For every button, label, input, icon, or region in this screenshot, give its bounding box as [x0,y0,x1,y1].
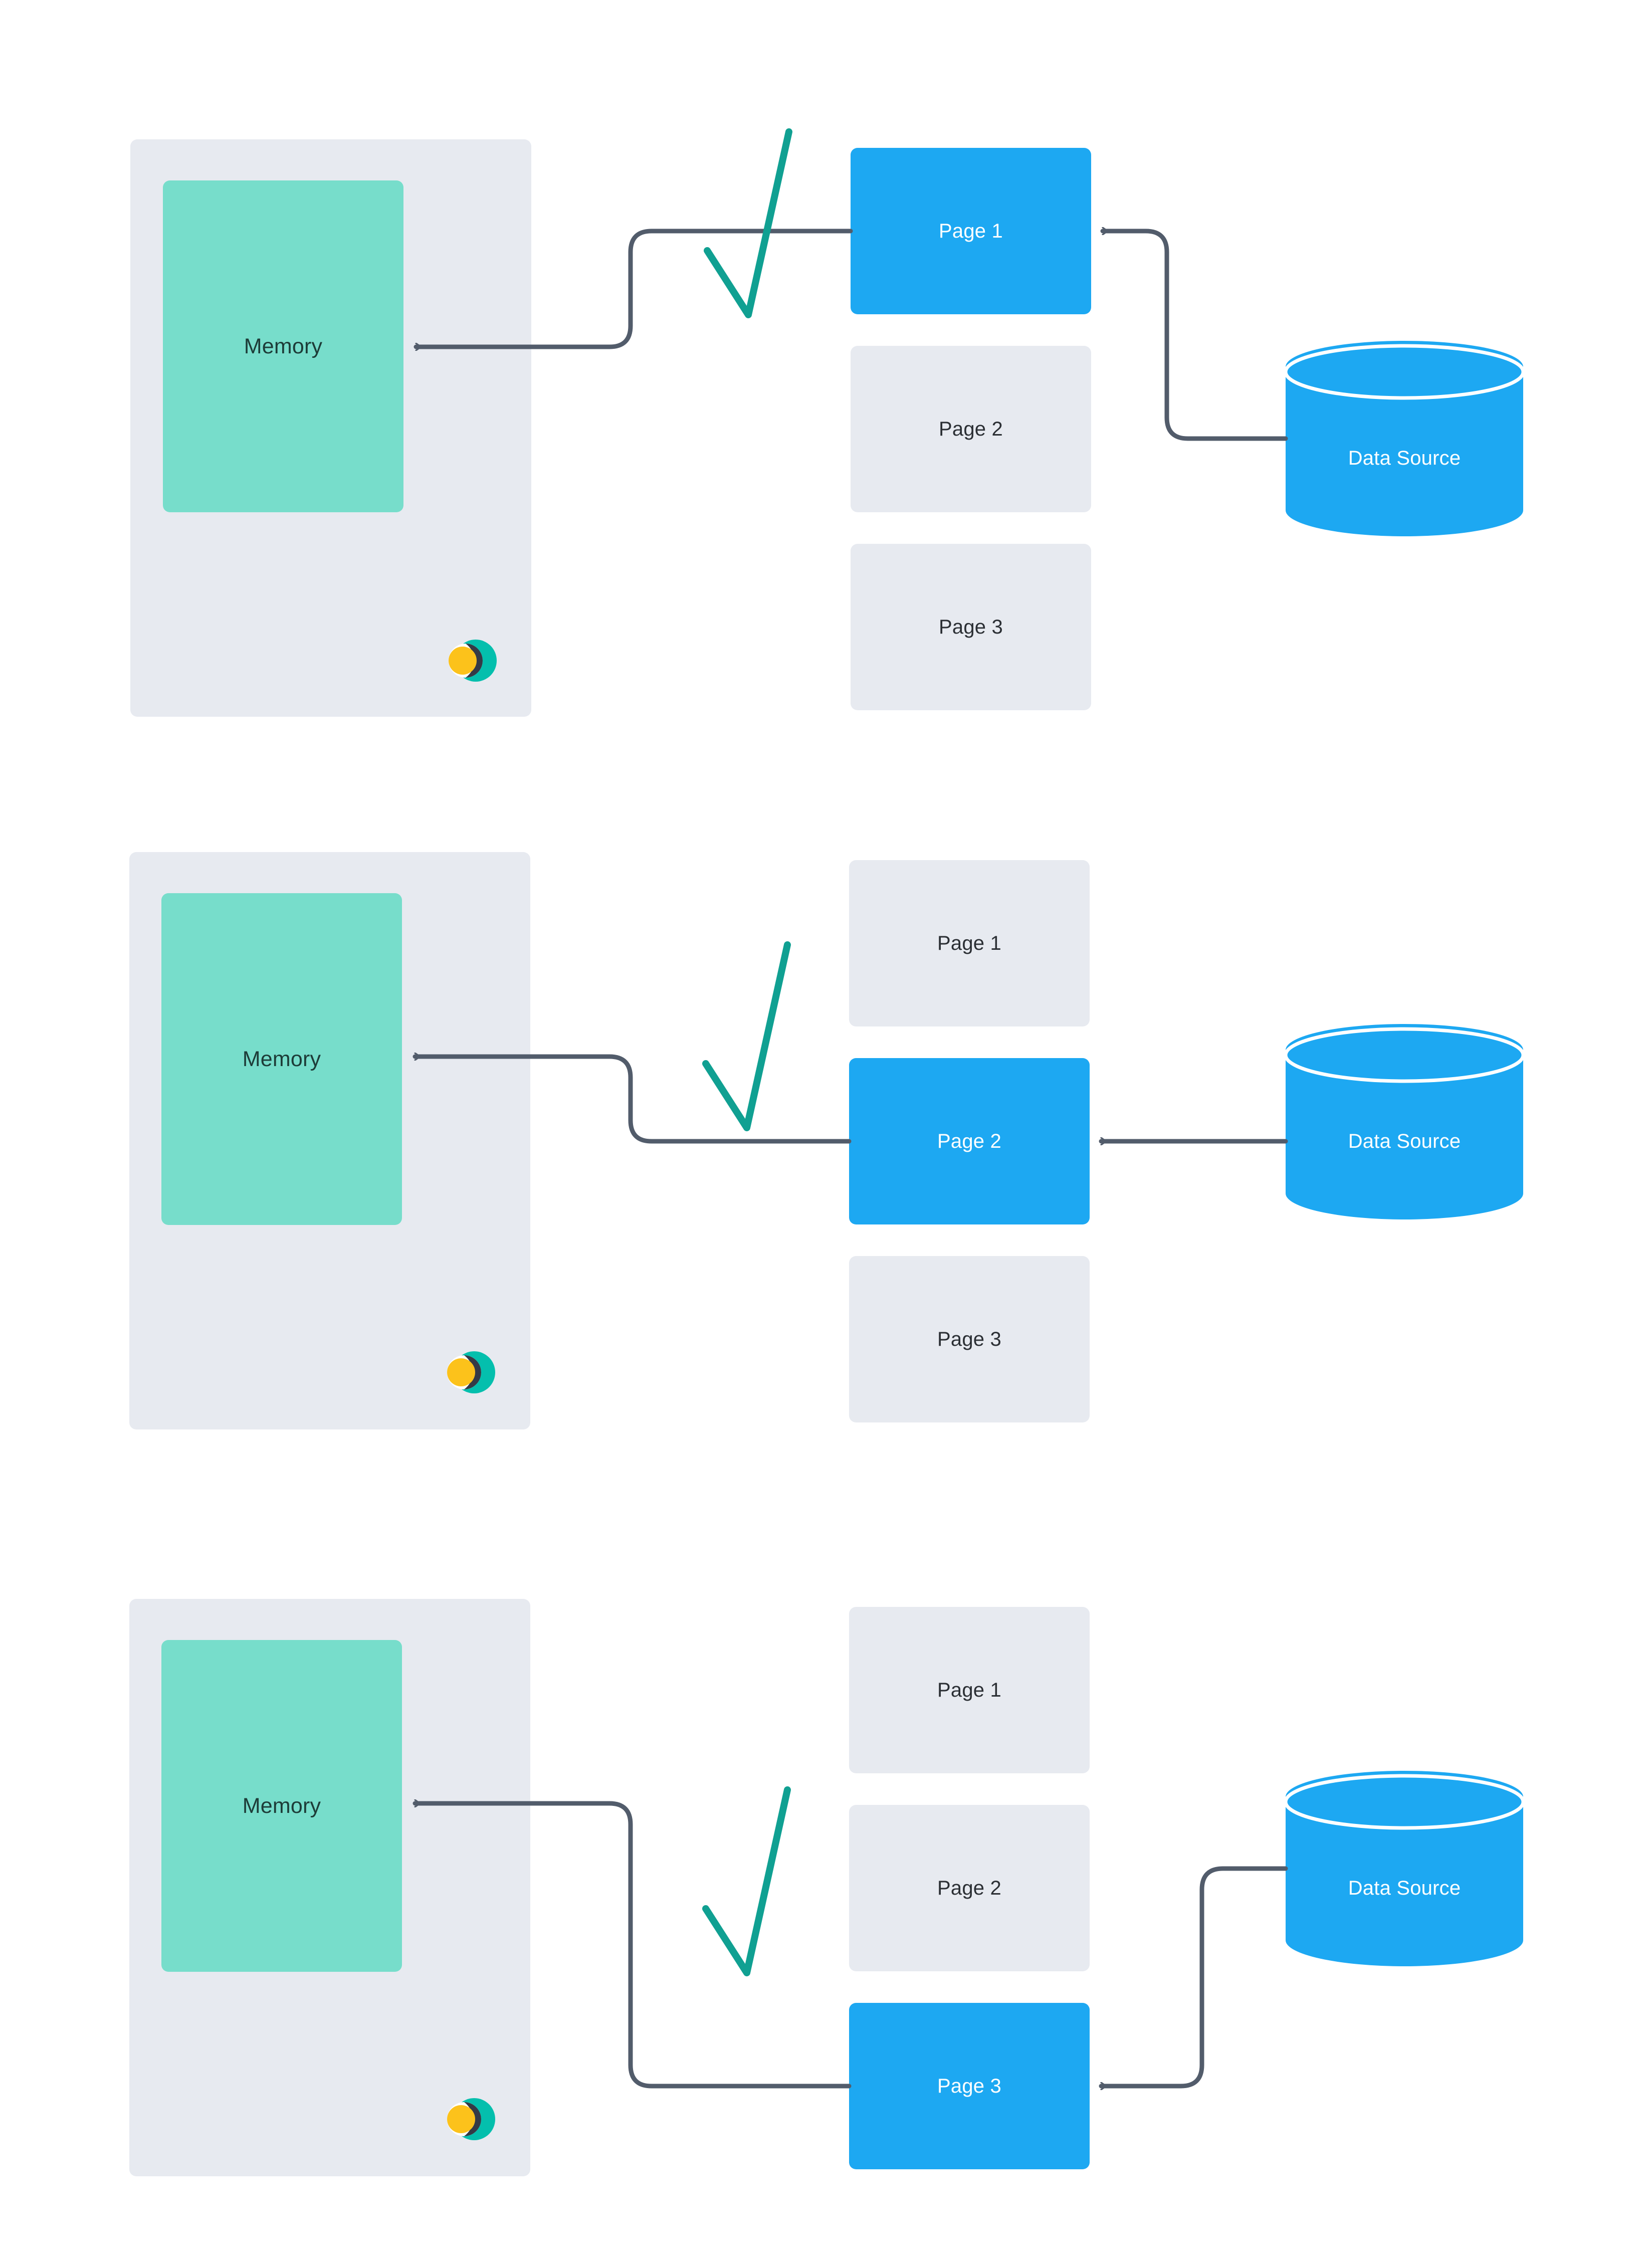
page-label: Page 2 [937,1130,1001,1152]
data-source-cylinder[interactable]: Data Source [1284,1771,1525,1966]
data-source-label: Data Source [1348,447,1461,469]
page-box-3[interactable]: Page 3 [849,2003,1090,2169]
page-box-2[interactable]: Page 2 [849,1058,1090,1224]
page-label: Page 1 [939,220,1003,242]
page-box-1[interactable]: Page 1 [849,1607,1090,1773]
page-label: Page 2 [939,418,1003,440]
memory-block[interactable]: Memory [163,180,403,512]
page-label: Page 3 [939,616,1003,638]
memory-block[interactable]: Memory [161,893,402,1225]
page-label: Page 1 [937,932,1001,954]
page-box-1[interactable]: Page 1 [849,860,1090,1026]
data-source-cylinder[interactable]: Data Source [1284,341,1525,536]
scene-3: Memory Page 1 Page 2 Page 3 Data Source [0,0,1652,2176]
memory-label: Memory [242,1047,321,1071]
page-box-3[interactable]: Page 3 [851,544,1091,710]
page-label: Page 3 [937,1328,1001,1350]
connector-datasource-to-page [1099,1866,1288,2086]
data-source-cylinder[interactable]: Data Source [1284,1024,1525,1219]
cylinder-shape [1284,341,1525,536]
check-mark-icon [702,1786,791,1976]
data-source-label: Data Source [1348,1130,1461,1152]
cylinder-shape [1284,1771,1525,1966]
page-box-1[interactable]: Page 1 [851,148,1091,314]
page-label: Page 3 [937,2075,1001,2097]
brand-eclipse-logo-icon [447,2098,495,2140]
memory-label: Memory [244,334,323,358]
scene-2: Memory Page 1 Page 2 Page 3 Data Source [0,0,1652,1429]
page-label: Page 1 [937,1679,1001,1701]
page-box-3[interactable]: Page 3 [849,1256,1090,1422]
data-source-label: Data Source [1348,1877,1461,1899]
brand-eclipse-logo-icon [447,1351,495,1393]
cylinder-shape [1284,1024,1525,1219]
brand-eclipse-logo-icon [449,640,497,682]
page-box-2[interactable]: Page 2 [849,1805,1090,1971]
memory-block[interactable]: Memory [161,1640,402,1972]
memory-label: Memory [242,1793,321,1818]
page-label: Page 2 [937,1877,1001,1899]
check-mark-icon [702,941,791,1131]
page-box-2[interactable]: Page 2 [851,346,1091,512]
